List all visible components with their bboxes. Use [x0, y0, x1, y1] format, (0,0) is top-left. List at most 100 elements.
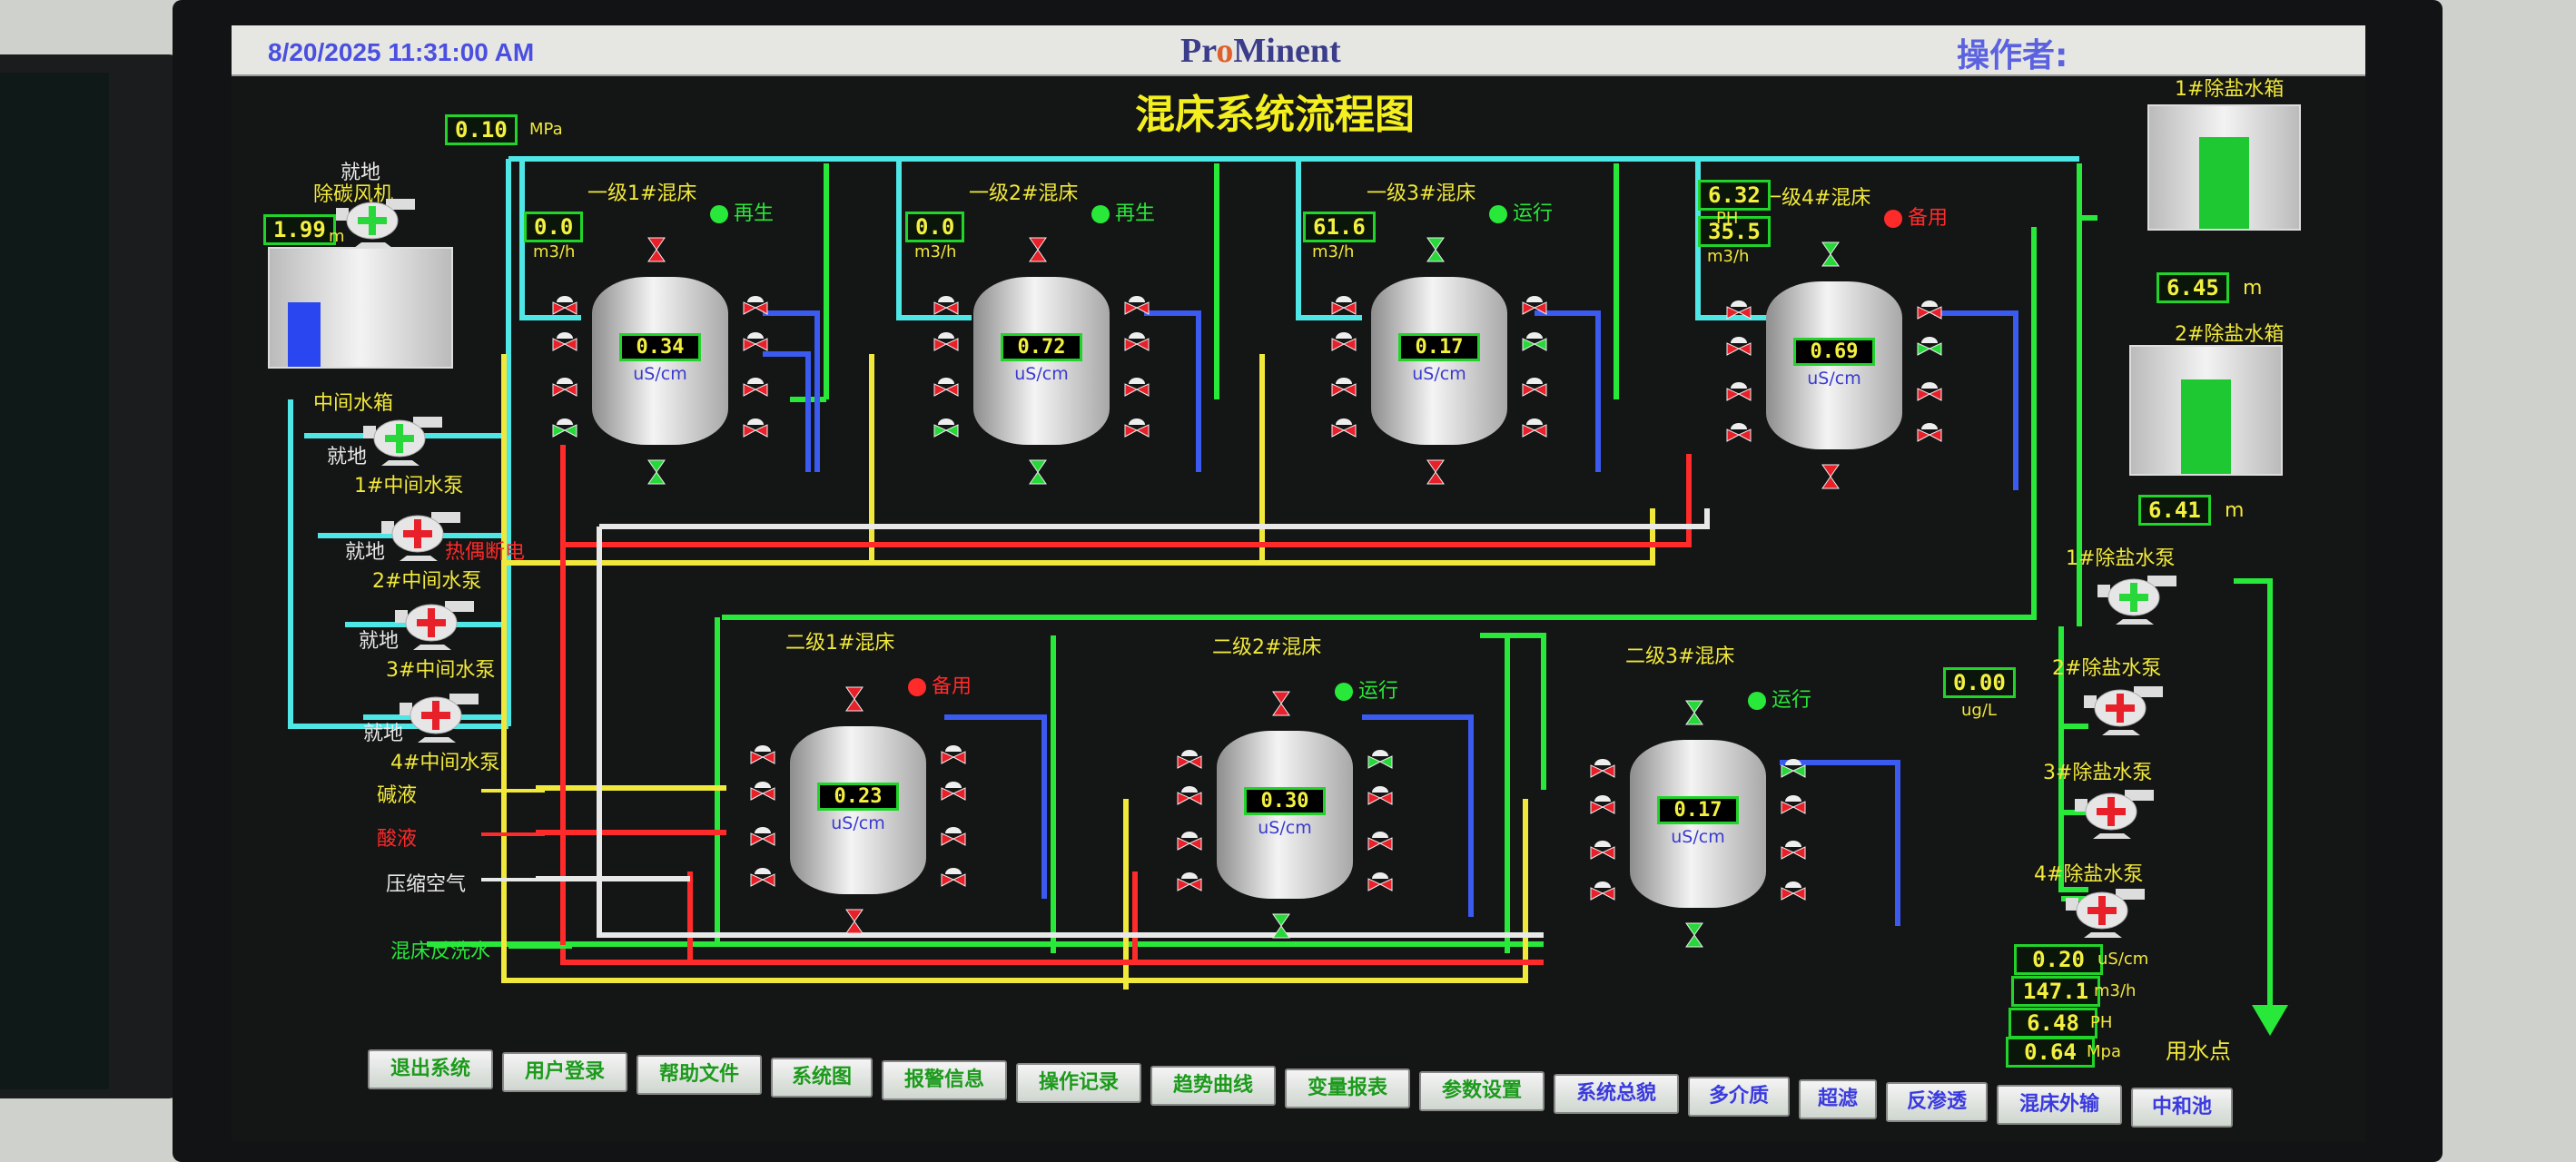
valve-icon[interactable]: [1176, 831, 1203, 851]
valve-icon[interactable]: [1780, 758, 1807, 778]
valve-icon[interactable]: [940, 744, 967, 764]
valve-icon[interactable]: [1330, 295, 1357, 315]
valve-icon[interactable]: [1330, 331, 1357, 351]
valve-icon[interactable]: [1123, 377, 1150, 397]
valve-icon[interactable]: [1780, 794, 1807, 814]
product-pump-icon[interactable]: [2084, 683, 2166, 737]
valve-icon[interactable]: [1123, 295, 1150, 315]
nav-button[interactable]: 系统总貌: [1554, 1074, 1679, 1114]
valve-icon[interactable]: [1176, 749, 1203, 769]
valve-icon[interactable]: [1521, 418, 1548, 438]
valve-icon[interactable]: [933, 418, 960, 438]
valve-icon[interactable]: [933, 331, 960, 351]
nav-button[interactable]: 帮助文件: [637, 1055, 762, 1095]
nav-button[interactable]: 多介质: [1688, 1077, 1790, 1117]
nav-button[interactable]: 报警信息: [882, 1060, 1007, 1100]
product-pump-icon[interactable]: [2075, 786, 2157, 841]
valve-icon[interactable]: [1426, 236, 1453, 262]
valve-icon[interactable]: [1028, 236, 1055, 262]
nav-button[interactable]: 趋势曲线: [1150, 1066, 1276, 1106]
valve-icon[interactable]: [1780, 840, 1807, 860]
valve-icon[interactable]: [1916, 300, 1943, 320]
valve-icon[interactable]: [1589, 840, 1616, 860]
valve-icon[interactable]: [1367, 785, 1394, 805]
intermediate-pump-icon[interactable]: [381, 508, 463, 563]
valve-icon[interactable]: [940, 826, 967, 846]
valve-icon[interactable]: [551, 331, 578, 351]
valve-icon[interactable]: [749, 744, 776, 764]
valve-icon[interactable]: [742, 377, 769, 397]
valve-icon[interactable]: [1123, 418, 1150, 438]
valve-icon[interactable]: [940, 781, 967, 801]
valve-icon[interactable]: [1780, 881, 1807, 901]
nav-button[interactable]: 用户登录: [502, 1052, 627, 1092]
valve-icon[interactable]: [1821, 241, 1848, 267]
nav-button[interactable]: 超滤: [1799, 1079, 1877, 1119]
valve-icon[interactable]: [551, 377, 578, 397]
valve-icon[interactable]: [646, 236, 674, 262]
valve-icon[interactable]: [1367, 872, 1394, 891]
nav-button[interactable]: 参数设置: [1419, 1071, 1545, 1111]
valve-icon[interactable]: [551, 418, 578, 438]
valve-icon[interactable]: [1123, 331, 1150, 351]
valve-icon[interactable]: [1589, 794, 1616, 814]
valve-icon[interactable]: [1521, 377, 1548, 397]
valve-icon[interactable]: [646, 458, 674, 485]
valve-icon[interactable]: [1176, 785, 1203, 805]
valve-icon[interactable]: [551, 295, 578, 315]
intermediate-pump-icon[interactable]: [400, 690, 481, 744]
valve-icon[interactable]: [1725, 381, 1752, 401]
valve-icon[interactable]: [742, 331, 769, 351]
valve-icon[interactable]: [1684, 699, 1712, 725]
valve-icon[interactable]: [742, 418, 769, 438]
valve-icon[interactable]: [933, 295, 960, 315]
nav-button[interactable]: 反渗透: [1886, 1082, 1988, 1122]
valve-icon[interactable]: [1725, 422, 1752, 442]
nav-button[interactable]: 变量报表: [1285, 1068, 1410, 1108]
valve-icon[interactable]: [1330, 377, 1357, 397]
product-pump-icon[interactable]: [2097, 572, 2179, 626]
intermediate-pump-icon[interactable]: [363, 413, 445, 468]
valve-icon[interactable]: [1330, 418, 1357, 438]
valve-icon[interactable]: [1028, 458, 1055, 485]
decarbon-fan-icon[interactable]: [336, 195, 418, 250]
valve-icon[interactable]: [1916, 381, 1943, 401]
valve-icon[interactable]: [940, 867, 967, 887]
valve-icon[interactable]: [1589, 881, 1616, 901]
nav-button[interactable]: 退出系统: [368, 1049, 493, 1089]
valve-icon[interactable]: [1176, 872, 1203, 891]
nav-button[interactable]: 操作记录: [1016, 1063, 1141, 1103]
valve-icon[interactable]: [1521, 331, 1548, 351]
valve-icon[interactable]: [1426, 458, 1453, 485]
nav-button[interactable]: 系统图: [771, 1058, 873, 1098]
intermediate-pump-icon[interactable]: [395, 597, 477, 652]
valve-icon[interactable]: [1725, 336, 1752, 356]
valve-icon[interactable]: [1367, 749, 1394, 769]
valve-icon[interactable]: [844, 908, 872, 934]
nav-button[interactable]: 混床外输: [1997, 1085, 2122, 1125]
valve-icon[interactable]: [749, 867, 776, 887]
valve-icon[interactable]: [1821, 463, 1848, 489]
valve-icon[interactable]: [1271, 690, 1298, 716]
nav-button[interactable]: 中和池: [2131, 1088, 2233, 1128]
valve-icon[interactable]: [1684, 921, 1712, 948]
product-pump-icon[interactable]: [2066, 885, 2147, 940]
valve-icon[interactable]: [742, 295, 769, 315]
valve-icon[interactable]: [749, 826, 776, 846]
valve-icon[interactable]: [1271, 912, 1298, 939]
valve-icon[interactable]: [1916, 336, 1943, 356]
valve-icon[interactable]: [933, 377, 960, 397]
valve-icon[interactable]: [1367, 831, 1394, 851]
valve-icon[interactable]: [1589, 758, 1616, 778]
valve-icon[interactable]: [1725, 300, 1752, 320]
valve-icon[interactable]: [844, 685, 872, 712]
valve-icon[interactable]: [749, 781, 776, 801]
valve-icon[interactable]: [1521, 295, 1548, 315]
